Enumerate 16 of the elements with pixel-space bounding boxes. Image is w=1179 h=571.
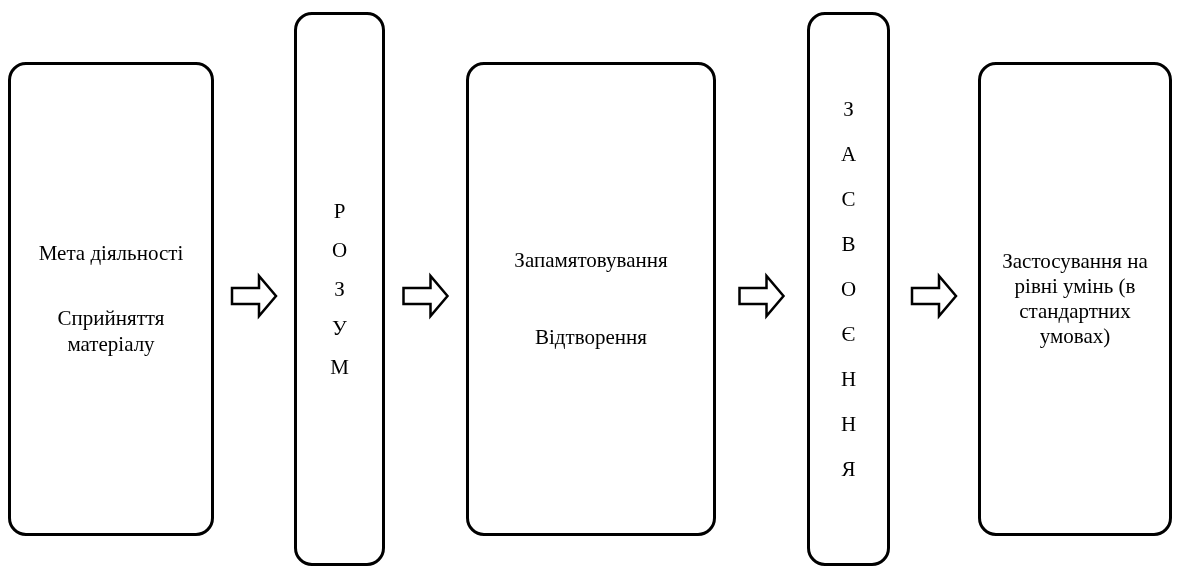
block-arrow	[402, 272, 450, 320]
box-label: Сприйняття матеріалу	[56, 306, 166, 357]
vertical-label: РОЗУМ	[329, 197, 350, 381]
process-box	[8, 62, 214, 536]
vertical-label: ЗАСВОЄННЯ	[839, 95, 858, 483]
box-label: Відтворення	[534, 325, 648, 351]
box-label: Запамятовування	[513, 247, 669, 273]
block-arrow	[230, 272, 278, 320]
block-arrow	[738, 272, 786, 320]
process-box	[466, 62, 716, 536]
block-arrow	[910, 272, 958, 320]
box-label: Застосування на рівні умінь (в стандартних умовах)	[1001, 248, 1149, 350]
process-box	[978, 62, 1172, 536]
vertical-box	[294, 12, 385, 566]
vertical-box	[807, 12, 890, 566]
box-label: Мета діяльності	[37, 241, 185, 267]
